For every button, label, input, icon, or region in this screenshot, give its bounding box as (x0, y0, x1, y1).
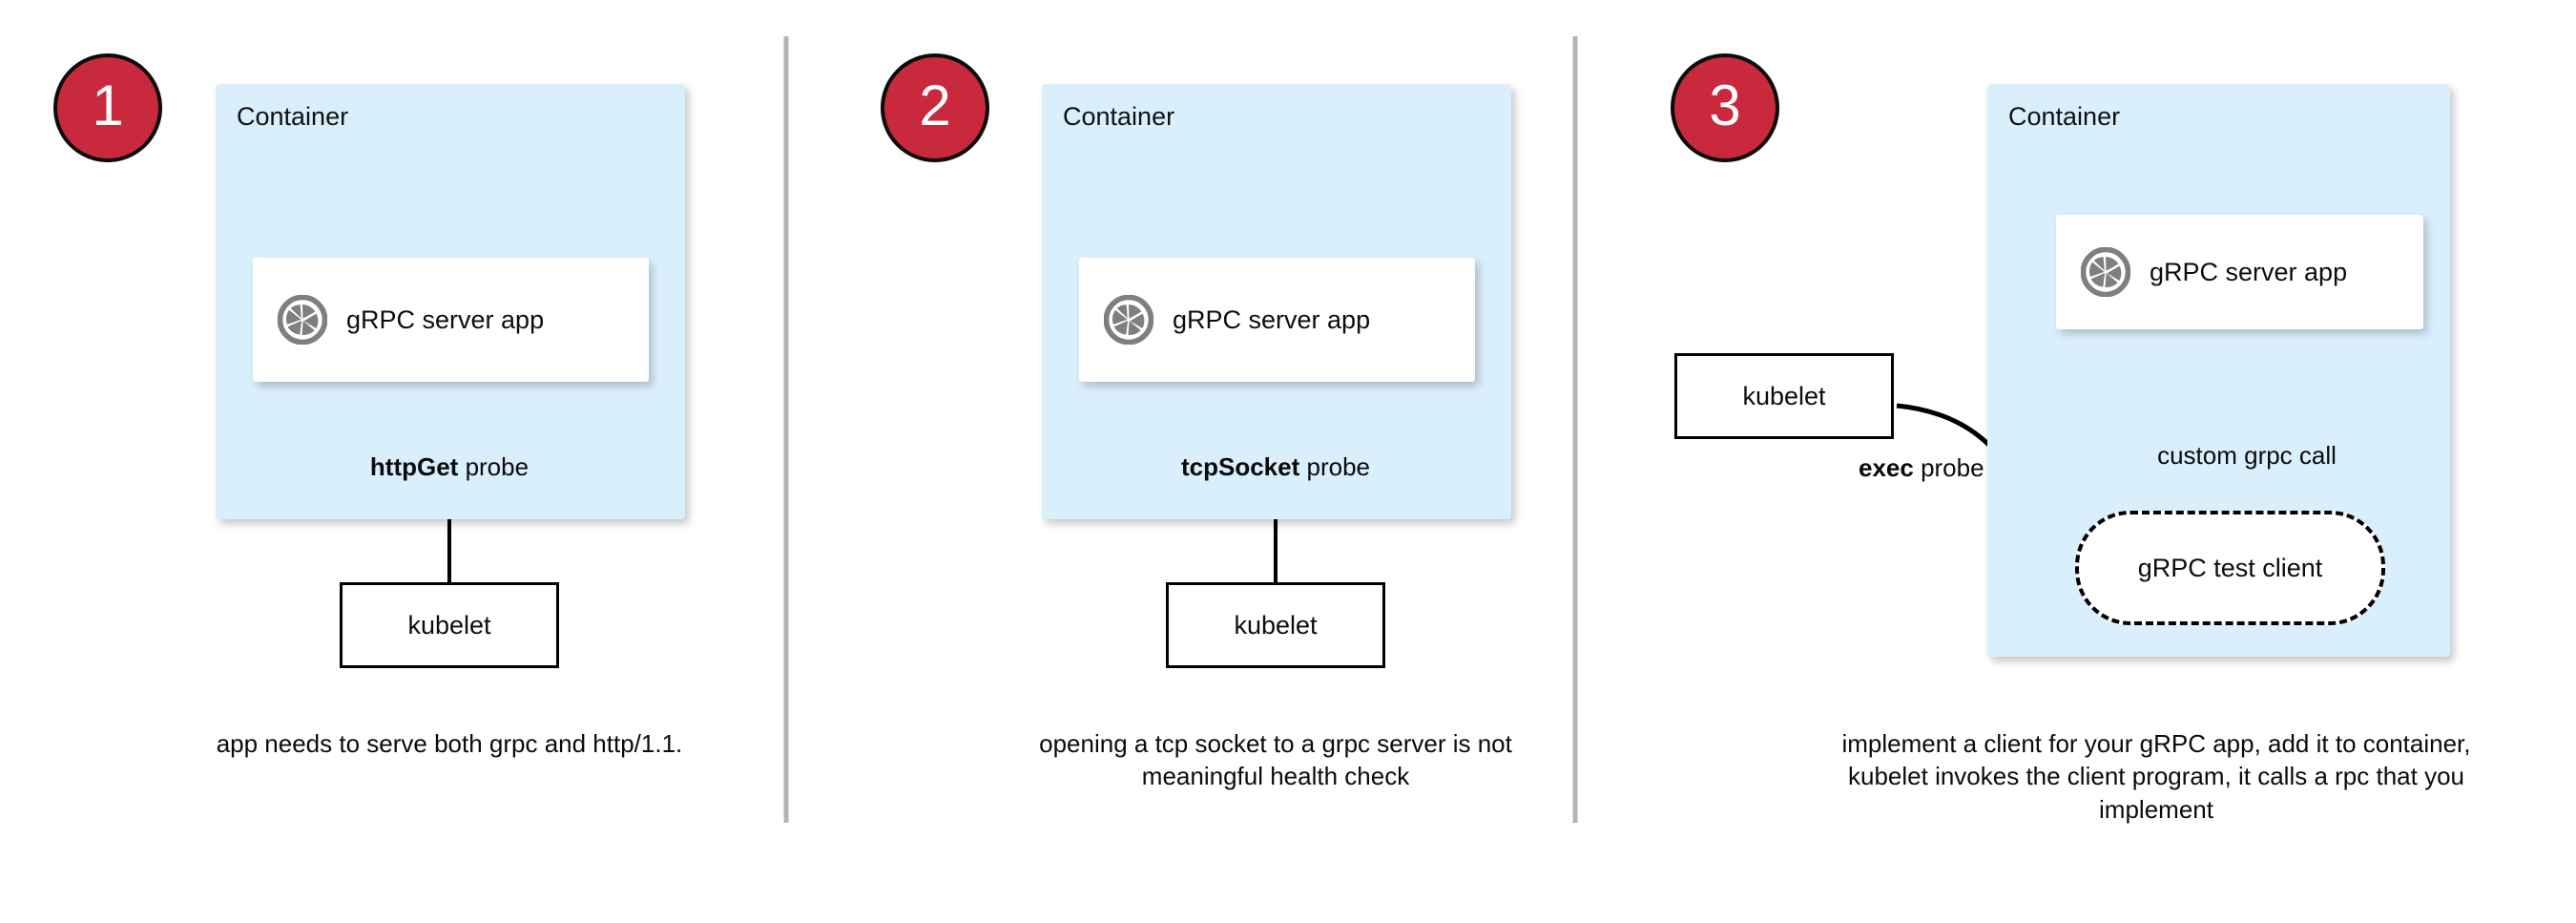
container-label-3: Container (2008, 102, 2121, 131)
container-label-2: Container (1063, 102, 1175, 131)
grpc-server-app-label-2: gRPC server app (1173, 304, 1371, 334)
step-badge-2-number: 2 (919, 73, 951, 137)
kubelet-label-3: kubelet (1742, 381, 1826, 410)
grpc-aperture-icon (278, 295, 327, 345)
step-badge-1: 1 (53, 53, 162, 162)
edge-label-exec-probe: exec probe (1859, 453, 2088, 483)
kubelet-box-1: kubelet (340, 582, 559, 668)
kubelet-label-1: kubelet (407, 610, 491, 640)
caption-panel-2: opening a tcp socket to a grpc server is… (1039, 729, 1512, 791)
step-badge-1-number: 1 (92, 73, 124, 137)
grpc-aperture-icon (2081, 247, 2130, 297)
edge-label-tcpsocket-probe: tcpSocket probe (1109, 452, 1443, 482)
kubelet-label-2: kubelet (1234, 610, 1318, 640)
edge-label-tcpsocket-rest: probe (1299, 452, 1370, 481)
grpc-aperture-icon (1104, 295, 1153, 345)
step-badge-3: 3 (1671, 53, 1779, 162)
container-label-1: Container (237, 102, 349, 131)
edge-label-tcpsocket-bold: tcpSocket (1181, 452, 1300, 481)
grpc-test-client-label: gRPC test client (2137, 553, 2323, 582)
grpc-server-app-label-3: gRPC server app (2150, 257, 2348, 286)
kubelet-box-3: kubelet (1674, 353, 1894, 439)
edge-label-custom-grpc-call: custom grpc call (2157, 441, 2337, 470)
edge-label-exec-rest: probe (1913, 453, 1984, 482)
kubelet-box-2: kubelet (1166, 582, 1385, 668)
grpc-server-app-card-1: gRPC server app (253, 258, 649, 382)
edge-label-httpget-rest: probe (458, 452, 530, 481)
step-badge-2: 2 (881, 53, 989, 162)
edge-label-httpget-bold: httpGet (369, 452, 459, 481)
step-badge-3-number: 3 (1709, 73, 1741, 137)
grpc-test-client-box: gRPC test client (2075, 511, 2385, 625)
grpc-server-app-card-3: gRPC server app (2056, 215, 2423, 329)
edge-label-exec-bold: exec (1859, 453, 1914, 482)
grpc-server-app-card-2: gRPC server app (1079, 258, 1475, 382)
grpc-server-app-label-1: gRPC server app (346, 304, 545, 334)
caption-panel-3: implement a client for your gRPC app, ad… (1841, 729, 2471, 824)
edge-label-httpget-probe: httpGet probe (282, 452, 616, 482)
caption-panel-1: app needs to serve both grpc and http/1.… (216, 729, 683, 758)
